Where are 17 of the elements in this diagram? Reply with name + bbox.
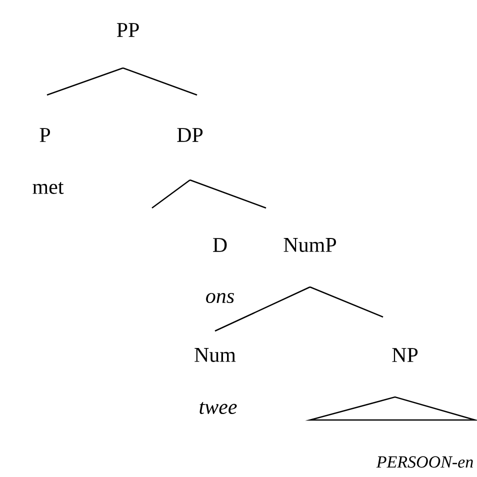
category-label: NP <box>392 348 418 362</box>
tree-branch <box>190 179 266 209</box>
word-label: ons <box>206 292 234 304</box>
word-label: twee <box>200 402 237 414</box>
tree-branch <box>152 179 190 209</box>
word-label: PERSOON-en <box>376 456 473 468</box>
word-label: met <box>32 182 64 194</box>
tree-branch <box>46 67 124 96</box>
category-label: Num <box>194 348 236 362</box>
category-label: P <box>40 128 50 142</box>
category-label: DP <box>177 128 203 142</box>
category-label: NumP <box>284 238 336 252</box>
tree-branch <box>122 67 198 96</box>
category-label: PP <box>116 23 139 37</box>
tree-branch <box>214 286 310 332</box>
category-label: D <box>213 238 227 252</box>
tree-branch <box>310 286 384 318</box>
